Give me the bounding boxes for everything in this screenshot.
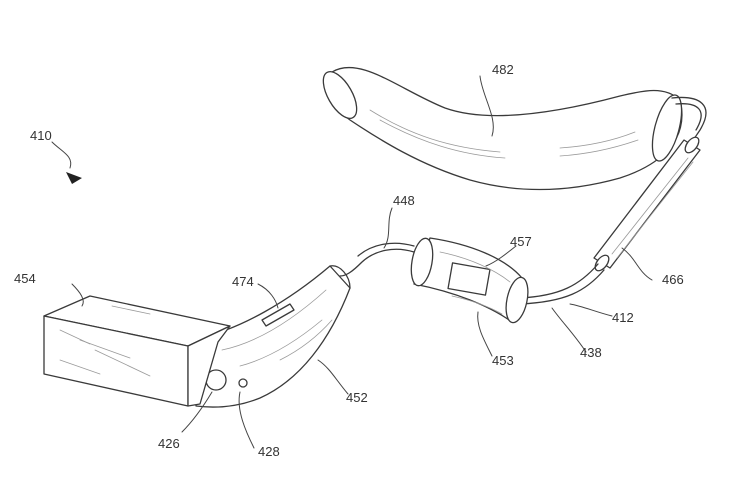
arm-452 — [195, 265, 351, 408]
label-438: 438 — [580, 345, 602, 360]
label-466: 466 — [662, 272, 684, 287]
reference-numerals: 410 482 448 457 466 454 474 412 438 453 … — [14, 62, 684, 459]
display-housing-454 — [43, 295, 231, 407]
label-412: 412 — [612, 310, 634, 325]
label-426: 426 — [158, 436, 180, 451]
arrow-410 — [66, 172, 82, 184]
headband-482 — [322, 66, 683, 191]
label-474: 474 — [232, 274, 254, 289]
label-482: 482 — [492, 62, 514, 77]
label-454: 454 — [14, 271, 36, 286]
module-457 — [410, 237, 529, 324]
wire-448 — [339, 242, 415, 277]
label-410: 410 — [30, 128, 52, 143]
label-448: 448 — [393, 193, 415, 208]
label-452: 452 — [346, 390, 368, 405]
label-457: 457 — [510, 234, 532, 249]
leader-lines — [51, 75, 653, 449]
label-453: 453 — [492, 353, 514, 368]
cable-412 — [519, 263, 605, 305]
battery-pack-466 — [593, 136, 701, 272]
label-428: 428 — [258, 444, 280, 459]
